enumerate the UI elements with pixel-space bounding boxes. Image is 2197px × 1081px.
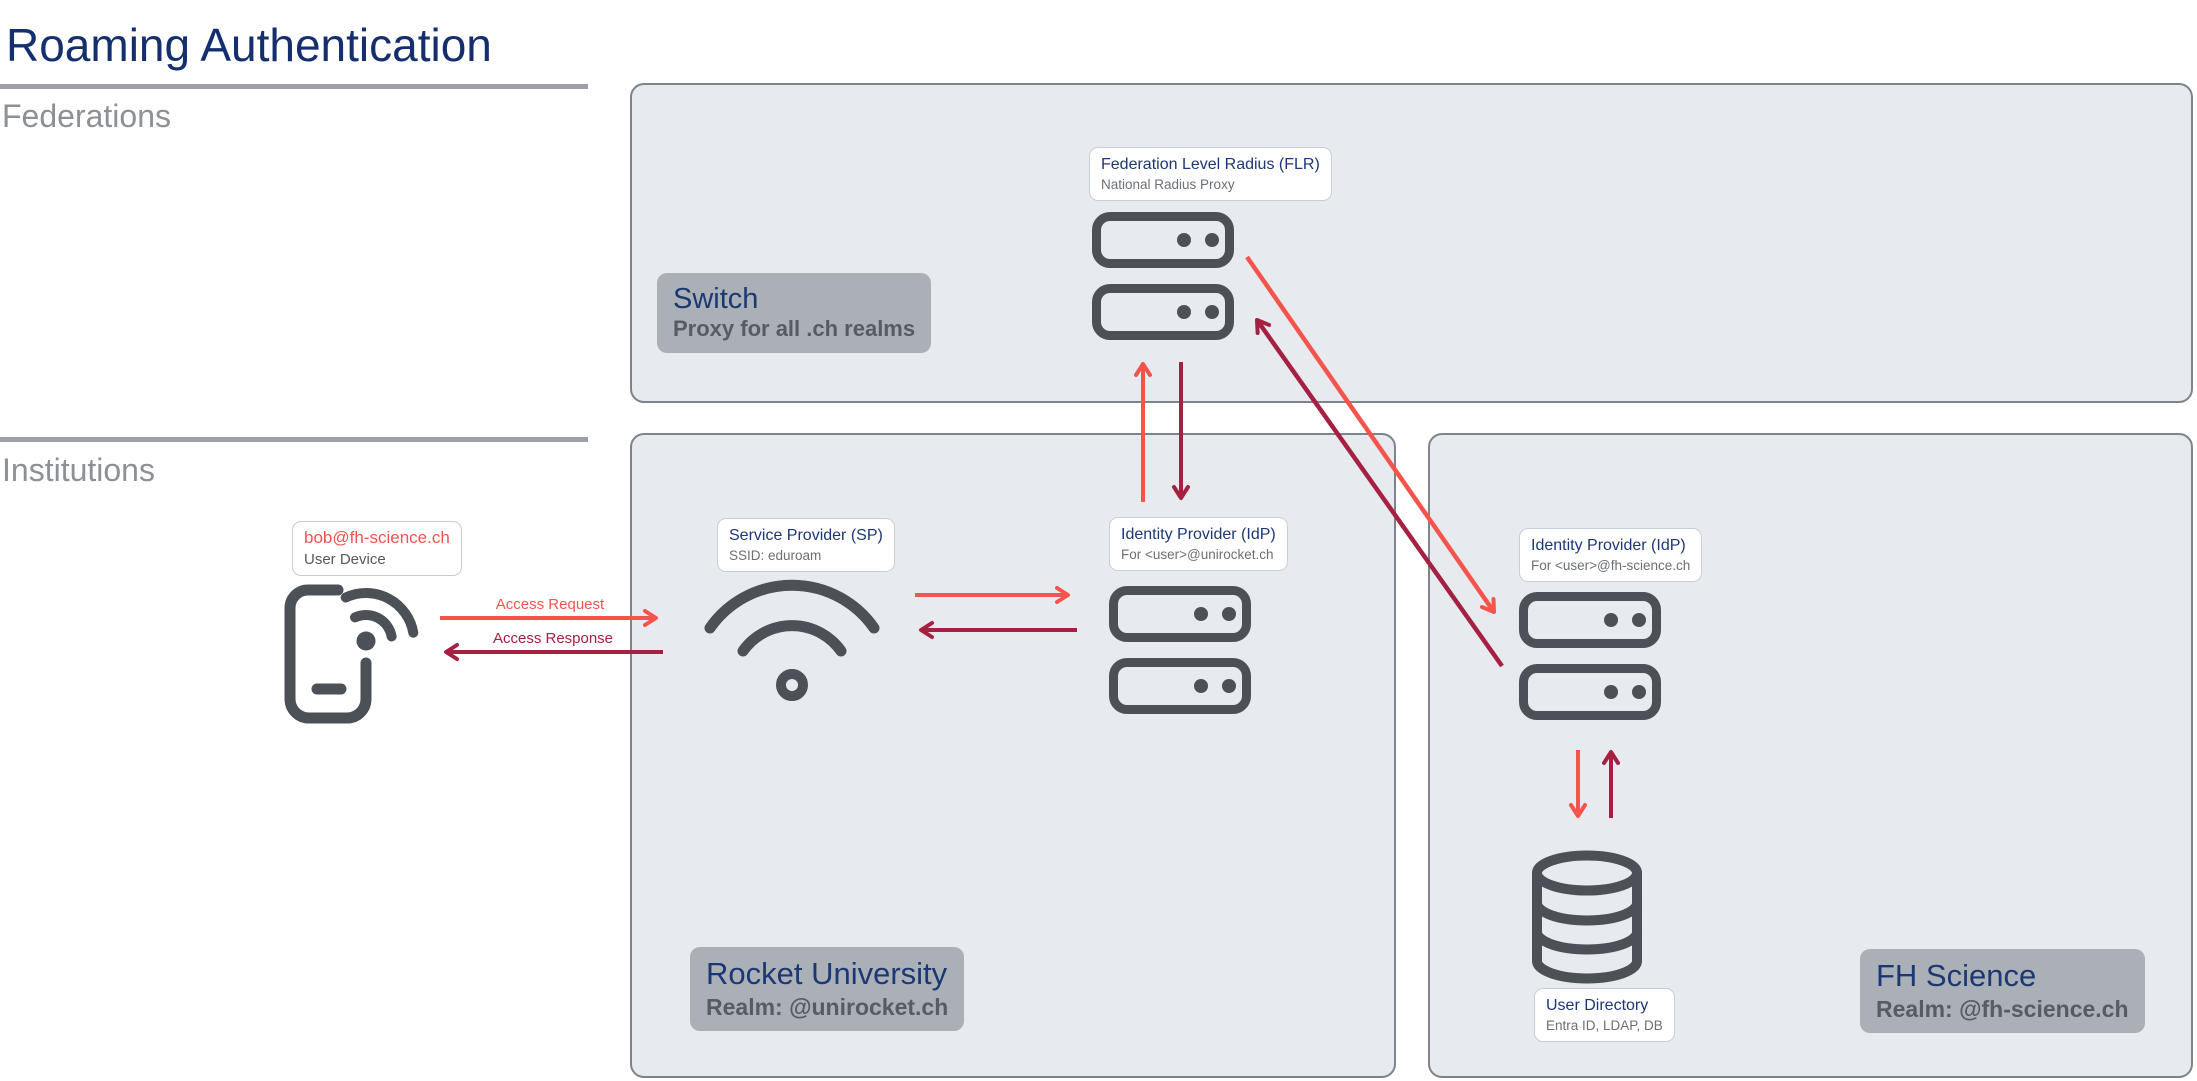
fh-idp-title: Identity Provider (IdP) <box>1531 537 1686 554</box>
rocket-idp-subtitle: For <user>@unirocket.ch <box>1121 546 1274 562</box>
user-device-label-box: bob@fh-science.ch User Device <box>292 521 462 577</box>
server-led <box>1632 685 1646 699</box>
sp-title: Service Provider (SP) <box>729 527 883 544</box>
rocket-org-name: Rocket University <box>706 956 948 991</box>
server-led <box>1177 233 1191 247</box>
user-identity: bob@fh-science.ch <box>304 528 450 547</box>
access-request-label: Access Request <box>495 596 605 613</box>
server-led <box>1604 685 1618 699</box>
user-directory-subtitle: Entra ID, LDAP, DB <box>1546 1017 1663 1033</box>
fh-org-name: FH Science <box>1876 958 2037 993</box>
server-led <box>1222 679 1236 693</box>
fh-idp-subtitle: For <user>@fh-science.ch <box>1531 557 1691 573</box>
user-directory-label-box: User Directory Entra ID, LDAP, DB <box>1534 988 1675 1043</box>
rocket-idp-label-box: Identity Provider (IdP) For <user>@uniro… <box>1109 517 1288 572</box>
server-led <box>1604 613 1618 627</box>
sp-label-box: Service Provider (SP) SSID: eduroam <box>717 518 895 573</box>
federations-label: Federations <box>2 98 171 134</box>
user-device-phone-icon <box>284 584 419 724</box>
page-title: Roaming Authentication <box>6 19 492 71</box>
rocket-org-box: Rocket University Realm: @unirocket.ch <box>690 947 965 1031</box>
rocket-idp-title: Identity Provider (IdP) <box>1121 526 1276 543</box>
flr-subtitle: National Radius Proxy <box>1101 176 1235 192</box>
fh-idp-label-box: Identity Provider (IdP) For <user>@fh-sc… <box>1519 528 1703 583</box>
server-led <box>1194 679 1208 693</box>
institutions-label: Institutions <box>2 452 155 488</box>
flr-server-icon <box>1092 212 1234 268</box>
server-led <box>1205 233 1219 247</box>
fh-science-panel: Identity Provider (IdP) For <user>@fh-sc… <box>1428 433 2193 1078</box>
flr-title: Federation Level Radius (FLR) <box>1101 156 1320 173</box>
switch-org-subtitle: Proxy for all .ch realms <box>673 316 916 342</box>
rocket-idp-server-icon <box>1109 586 1251 642</box>
rocket-idp-server-icon <box>1109 658 1251 714</box>
fh-org-subtitle: Realm: @fh-science.ch <box>1876 995 2129 1022</box>
rocket-university-panel: Service Provider (SP) SSID: eduroam Iden… <box>630 433 1396 1078</box>
server-led <box>1177 305 1191 319</box>
signal-dot <box>356 631 376 651</box>
fh-idp-server-icon <box>1519 592 1661 648</box>
server-led <box>1222 607 1236 621</box>
access-response-label: Access Response <box>492 630 614 647</box>
institutions-divider <box>0 437 588 442</box>
switch-org-box: Switch Proxy for all .ch realms <box>657 273 932 354</box>
server-led <box>1632 613 1646 627</box>
flr-label-box: Federation Level Radius (FLR) National R… <box>1089 147 1332 202</box>
server-led <box>1194 607 1208 621</box>
user-device-type: User Device <box>304 550 386 568</box>
sp-subtitle: SSID: eduroam <box>729 547 822 563</box>
federation-panel: Switch Proxy for all .ch realms Federati… <box>630 83 2193 403</box>
fh-idp-server-icon <box>1519 664 1661 720</box>
switch-org-name: Switch <box>673 283 759 315</box>
rocket-org-subtitle: Realm: @unirocket.ch <box>706 993 949 1020</box>
flr-server-icon <box>1092 284 1234 340</box>
server-led <box>1205 305 1219 319</box>
fh-org-box: FH Science Realm: @fh-science.ch <box>1860 949 2145 1033</box>
title-divider <box>0 84 588 89</box>
user-directory-title: User Directory <box>1546 997 1649 1014</box>
